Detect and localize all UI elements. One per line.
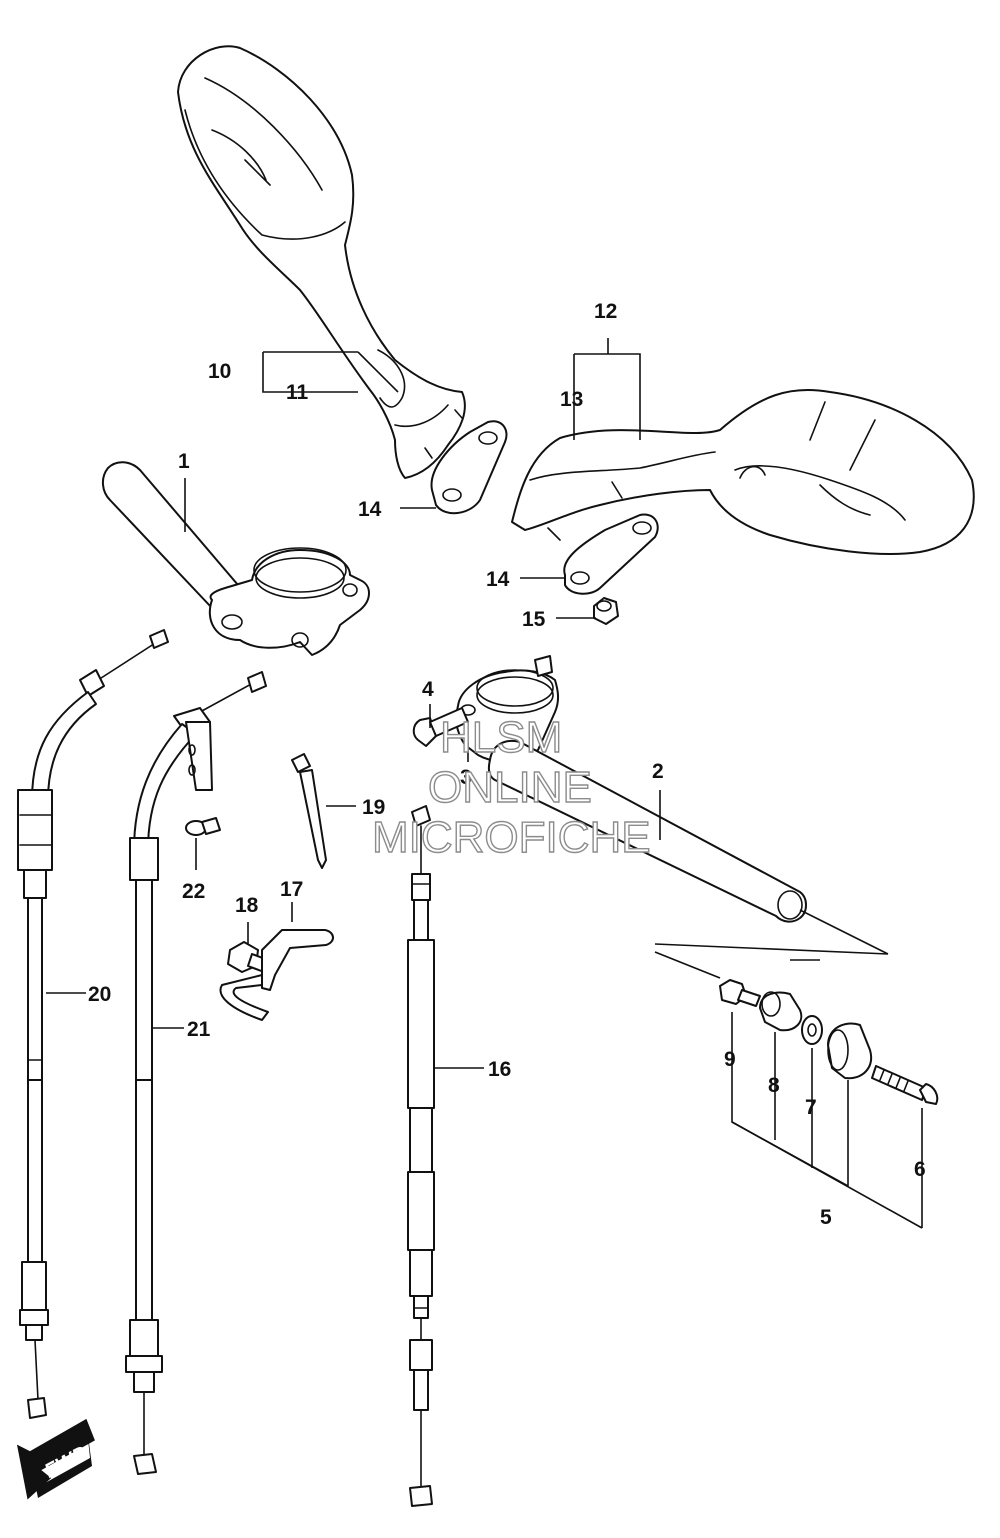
leader-lines (46, 338, 661, 1069)
cable-tie-19 (291, 753, 327, 869)
nut-15 (593, 597, 619, 625)
callout-8: 8 (768, 1074, 780, 1097)
cable-guide-17 (219, 929, 334, 1021)
callout-17: 17 (280, 878, 303, 901)
throttle-cable-21 (125, 671, 267, 1475)
callout-7: 7 (805, 1096, 817, 1119)
callout-labels: 1 2 3 4 5 6 7 8 9 10 11 12 13 14 14 15 1… (88, 300, 926, 1229)
callout-10: 10 (208, 360, 231, 383)
callout-14-lower: 14 (486, 568, 510, 591)
right-handlebar-clamp (455, 655, 559, 762)
callout-16: 16 (488, 1058, 511, 1081)
right-mirror (511, 388, 975, 556)
clutch-cable-16 (407, 805, 435, 1507)
callout-21: 21 (187, 1018, 211, 1041)
fwd-direction-badge: FWD (16, 1418, 95, 1500)
watermark-line-3: MICROFICHE (372, 813, 651, 862)
callout-15: 15 (522, 608, 546, 631)
callout-1: 1 (178, 450, 190, 473)
callout-2: 2 (652, 760, 664, 783)
callout-9: 9 (724, 1048, 736, 1071)
throttle-cable-20 (17, 629, 169, 1419)
bar-end-weight (827, 1022, 873, 1080)
bar-end-washer-7 (801, 1015, 823, 1045)
bar-end-set (719, 979, 939, 1229)
watermark: HLSM ONLINE MICROFICHE (371, 712, 651, 862)
bar-end-insert-9 (719, 979, 761, 1007)
explode-guide-lines (654, 909, 889, 979)
callout-14-upper: 14 (358, 498, 382, 521)
right-handlebar (487, 740, 807, 923)
callout-4: 4 (422, 678, 434, 701)
left-mirror (177, 45, 466, 479)
bar-end-rubber-8 (759, 991, 803, 1032)
callout-19: 19 (362, 796, 385, 819)
callout-11: 11 (286, 381, 309, 404)
left-handlebar (102, 461, 370, 656)
mirror-spacer-plate-lower (563, 513, 659, 595)
callout-12: 12 (594, 300, 617, 323)
watermark-line-2: ONLINE (428, 763, 592, 812)
callout-6: 6 (914, 1158, 926, 1181)
callout-13: 13 (560, 388, 583, 411)
callout-5: 5 (820, 1206, 832, 1229)
callout-18: 18 (235, 894, 259, 917)
callout-20: 20 (88, 983, 111, 1006)
mirror-spacer-plate-upper (430, 420, 508, 515)
watermark-line-1: HLSM (440, 713, 562, 762)
callout-22: 22 (182, 880, 205, 903)
callout-3: 3 (460, 766, 472, 789)
bar-end-screw-6 (871, 1065, 939, 1105)
screw-22 (185, 817, 221, 836)
